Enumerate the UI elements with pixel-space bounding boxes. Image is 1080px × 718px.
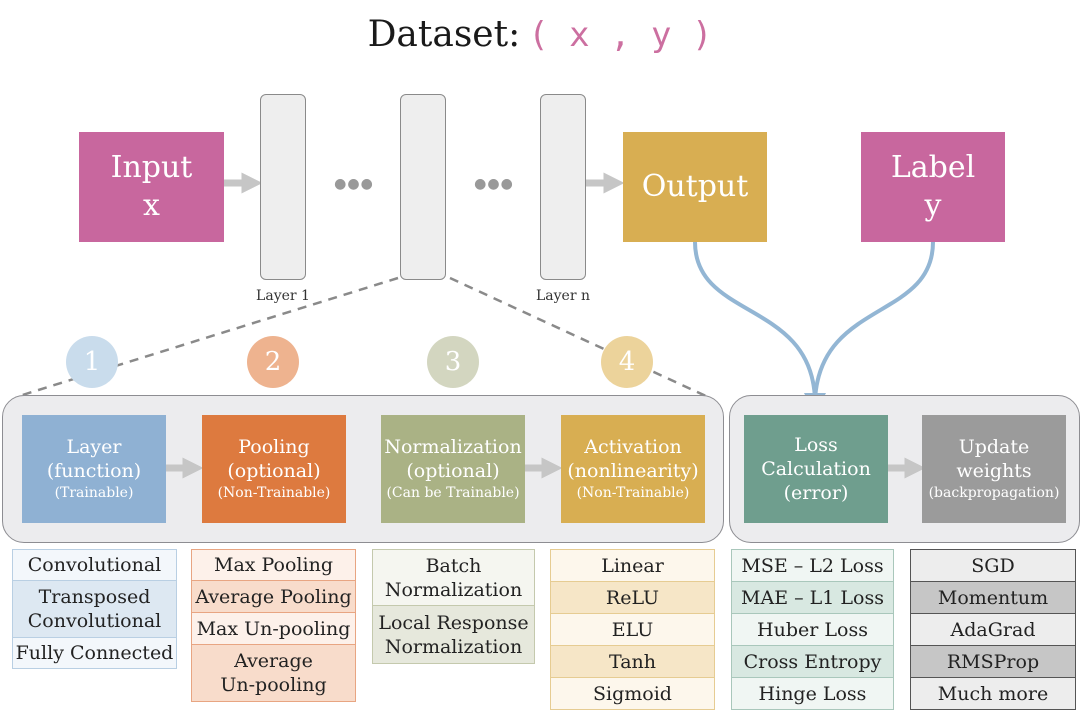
list-item: Average Un-pooling bbox=[192, 645, 355, 701]
step-number-4: 4 bbox=[601, 336, 653, 388]
list-item: Max Pooling bbox=[192, 550, 355, 581]
step-number-1: 1 bbox=[66, 336, 118, 388]
zoom-line-left bbox=[15, 276, 399, 399]
label-text: Label bbox=[890, 150, 976, 185]
step-title: Loss bbox=[794, 434, 838, 456]
list-item: Cross Entropy bbox=[732, 646, 893, 678]
step-sub: (nonlinearity) bbox=[567, 460, 699, 482]
input-label: Input bbox=[110, 150, 193, 185]
optimizer-list: SGD Momentum AdaGrad RMSProp Much more bbox=[910, 549, 1076, 710]
list-item: SGD bbox=[911, 550, 1075, 582]
list-item: MSE – L2 Loss bbox=[732, 550, 893, 582]
pooling-list: Max Pooling Average Pooling Max Un-pooli… bbox=[191, 549, 356, 702]
list-item: AdaGrad bbox=[911, 614, 1075, 646]
output-box: Output bbox=[623, 132, 767, 242]
curve-label-to-loss bbox=[813, 241, 935, 401]
step-title: Activation bbox=[584, 436, 682, 458]
list-item: Fully Connected bbox=[13, 638, 176, 668]
curve-output-to-loss bbox=[693, 241, 817, 401]
step-number-2: 2 bbox=[247, 336, 299, 388]
list-item: Average Pooling bbox=[192, 581, 355, 613]
activation-list: Linear ReLU ELU Tanh Sigmoid bbox=[550, 549, 715, 710]
list-item: Hinge Loss bbox=[732, 678, 893, 709]
normalization-step: Normalization (optional) (Can be Trainab… bbox=[381, 415, 525, 523]
layer-1-label: Layer 1 bbox=[256, 288, 310, 304]
loss-list: MSE – L2 Loss MAE – L1 Loss Huber Loss C… bbox=[731, 549, 894, 710]
list-item: ELU bbox=[551, 614, 714, 646]
list-item: RMSProp bbox=[911, 646, 1075, 678]
input-box: Input x bbox=[79, 132, 224, 242]
step-title: Update bbox=[958, 436, 1030, 458]
layer-n-column bbox=[540, 94, 586, 280]
list-item: Momentum bbox=[911, 582, 1075, 614]
list-item: Batch Normalization bbox=[373, 550, 534, 606]
list-item: Max Un-pooling bbox=[192, 613, 355, 645]
step-sub: weights bbox=[956, 460, 1032, 482]
step-note: (Non-Trainable) bbox=[576, 485, 690, 501]
step-note: (Non-Trainable) bbox=[217, 485, 331, 501]
ellipsis-dots-2: ●●● bbox=[474, 176, 514, 192]
layer-1-column bbox=[260, 94, 306, 280]
step-note: (Can be Trainable) bbox=[386, 485, 520, 501]
step-sub: (optional) bbox=[227, 460, 321, 482]
list-item: Convolutional bbox=[13, 550, 176, 581]
list-item: Tanh bbox=[551, 646, 714, 678]
output-label: Output bbox=[641, 169, 749, 204]
layer-middle-column bbox=[400, 94, 446, 280]
step-note: (error) bbox=[783, 482, 849, 504]
normalization-list: Batch Normalization Local Response Norma… bbox=[372, 549, 535, 664]
step-title: Layer bbox=[66, 436, 122, 458]
step-note: (Trainable) bbox=[54, 485, 134, 501]
diagram-title: Dataset:( x , y ) bbox=[0, 14, 1080, 55]
label-variable: y bbox=[924, 188, 942, 223]
update-weights-step: Update weights (backpropagation) bbox=[922, 415, 1066, 523]
layers-list: Convolutional Transposed Convolutional F… bbox=[12, 549, 177, 669]
list-item: ReLU bbox=[551, 582, 714, 614]
step-sub: Calculation bbox=[761, 458, 871, 480]
pooling-step: Pooling (optional) (Non-Trainable) bbox=[202, 415, 346, 523]
step-number-3: 3 bbox=[427, 336, 479, 388]
list-item: Local Response Normalization bbox=[373, 606, 534, 663]
step-title: Pooling bbox=[238, 436, 310, 458]
ellipsis-dots-1: ●●● bbox=[334, 176, 374, 192]
list-item: Huber Loss bbox=[732, 614, 893, 646]
title-text: Dataset: bbox=[367, 14, 521, 55]
list-item: Much more bbox=[911, 678, 1075, 709]
label-box: Label y bbox=[861, 132, 1005, 242]
step-sub: (optional) bbox=[406, 460, 500, 482]
layer-function-step: Layer (function) (Trainable) bbox=[22, 415, 166, 523]
list-item: MAE – L1 Loss bbox=[732, 582, 893, 614]
list-item: Sigmoid bbox=[551, 678, 714, 709]
list-item: Linear bbox=[551, 550, 714, 582]
loss-calculation-step: Loss Calculation (error) bbox=[744, 415, 888, 523]
input-variable: x bbox=[143, 188, 160, 223]
list-item: Transposed Convolutional bbox=[13, 581, 176, 638]
title-tuple: ( x , y ) bbox=[528, 15, 713, 55]
activation-step: Activation (nonlinearity) (Non-Trainable… bbox=[561, 415, 705, 523]
step-sub: (function) bbox=[46, 460, 142, 482]
step-title: Normalization bbox=[384, 436, 522, 458]
layer-n-label: Layer n bbox=[536, 288, 590, 304]
step-note: (backpropagation) bbox=[928, 485, 1060, 501]
